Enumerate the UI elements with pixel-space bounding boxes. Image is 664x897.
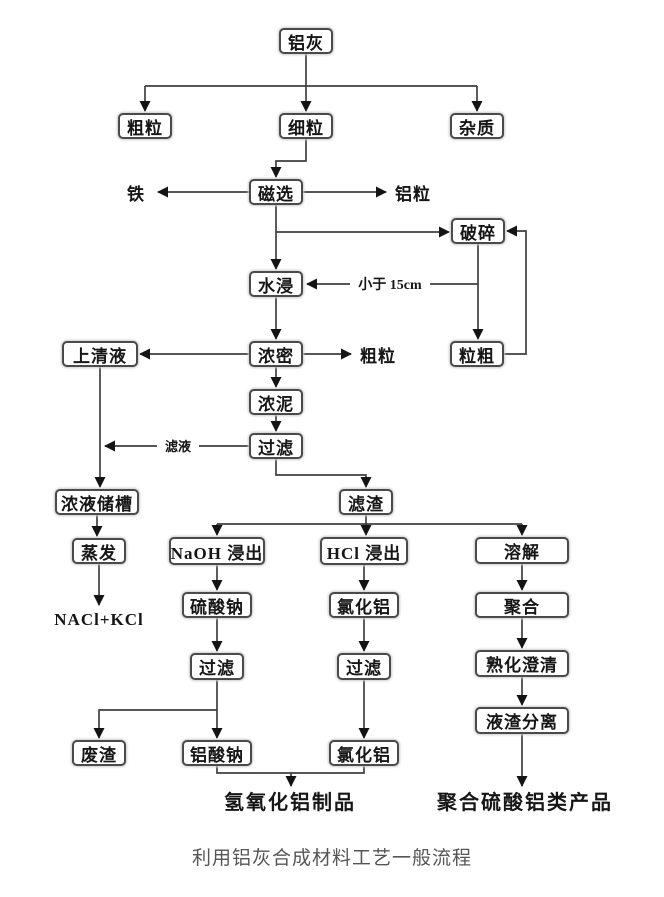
label-aluminum-hydroxide-products: 氢氧化铝制品 — [224, 791, 356, 814]
node-filtration-3: 过滤 — [337, 653, 391, 680]
label-poly-aluminum-sulfate-products: 聚合硫酸铝类产品 — [437, 791, 613, 814]
label-filtrate: 滤液 — [157, 437, 199, 454]
node-concentrate-storage-tank: 浓液储槽 — [55, 489, 139, 515]
node-waste-residue: 废渣 — [72, 740, 126, 766]
node-polymerization: 聚合 — [475, 592, 569, 618]
node-dissolution: 溶解 — [475, 537, 569, 564]
node-supernatant: 上清液 — [62, 341, 138, 367]
node-aging-clarification: 熟化澄清 — [475, 650, 569, 677]
node-coarse-grains: 粒粗 — [450, 341, 504, 367]
node-aluminum-chloride-1: 氯化铝 — [329, 592, 399, 618]
node-fine-particles: 细粒 — [279, 113, 333, 139]
node-filter-residue: 滤渣 — [339, 489, 393, 515]
node-sodium-sulfate: 硫酸钠 — [182, 592, 252, 618]
node-impurities: 杂质 — [450, 113, 504, 139]
node-aluminum-chloride-2: 氯化铝 — [329, 740, 399, 766]
label-aluminum-particles: 铝粒 — [395, 184, 431, 204]
label-coarse-particles-out: 粗粒 — [360, 346, 396, 366]
node-hcl-leaching: HCl 浸出 — [320, 537, 408, 565]
node-filtration-2: 过滤 — [190, 653, 244, 680]
node-sodium-aluminate: 铝酸钠 — [182, 740, 252, 766]
diagram-caption: 利用铝灰合成材料工艺一般流程 — [191, 848, 472, 869]
node-thickening: 浓密 — [249, 341, 303, 367]
node-thick-mud: 浓泥 — [249, 389, 303, 415]
label-nacl-kcl: NACl+KCl — [54, 610, 144, 629]
label-under-15cm: 小于 15cm — [350, 275, 430, 293]
node-aluminum-ash: 铝灰 — [279, 28, 333, 54]
node-filtration-1: 过滤 — [249, 433, 303, 459]
label-iron: 铁 — [127, 184, 145, 204]
node-liquid-residue-separation: 液渣分离 — [475, 707, 569, 734]
node-naoh-leaching: NaOH 浸出 — [169, 537, 265, 565]
node-crushing: 破碎 — [451, 218, 505, 244]
node-coarse-particles: 粗粒 — [118, 113, 172, 139]
node-water-leaching: 水浸 — [249, 271, 303, 297]
node-evaporation: 蒸发 — [72, 538, 126, 564]
node-magnetic-separation: 磁选 — [249, 179, 303, 205]
